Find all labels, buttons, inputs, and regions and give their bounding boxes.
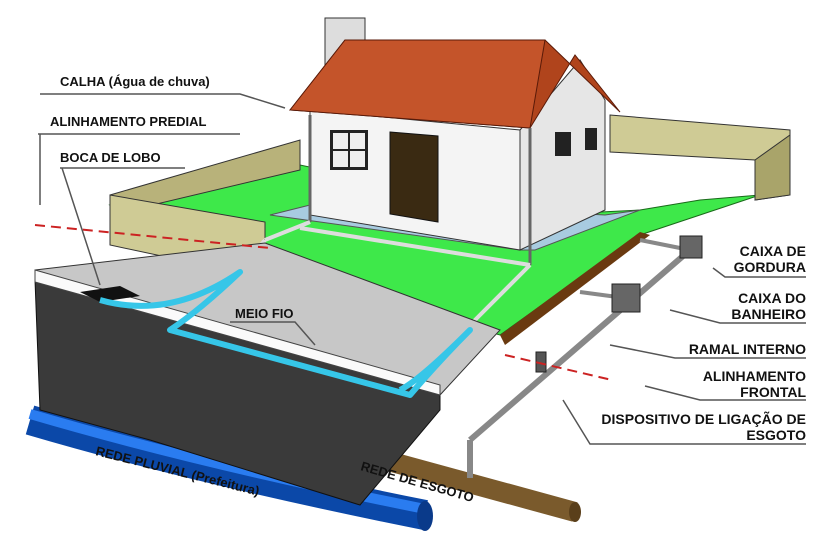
label-dispositivo-2: ESGOTO	[746, 427, 806, 443]
label-boca-de-lobo: BOCA DE LOBO	[60, 150, 161, 165]
right-wall-end	[754, 134, 791, 201]
label-alinhamento-frontal-1: ALINHAMENTO	[703, 368, 806, 384]
label-calha: CALHA (Água de chuva)	[60, 74, 210, 89]
label-alinhamento-frontal-2: FRONTAL	[740, 384, 806, 400]
boca-de-lobo	[80, 286, 140, 302]
lawn-drain-pipes	[238, 220, 532, 327]
house	[289, 17, 621, 265]
label-caixa-gordura-1: CAIXA DE	[740, 243, 806, 259]
label-ramal-interno: RAMAL INTERNO	[689, 341, 806, 357]
caixa-do-banheiro	[611, 283, 641, 313]
caixa-de-gordura	[679, 235, 703, 259]
ground-edge	[500, 232, 650, 345]
label-caixa-gordura-2: GORDURA	[734, 259, 806, 275]
alinhamento-predial-line	[34, 224, 271, 249]
label-caixa-banheiro-1: CAIXA DO	[738, 290, 806, 306]
alinhamento-frontal-line	[504, 354, 613, 381]
dispositivo-ligacao	[535, 351, 547, 373]
label-meio-fio: MEIO FIO	[235, 306, 294, 321]
curb	[34, 269, 441, 396]
label-alinhamento-predial: ALINHAMENTO PREDIAL	[50, 114, 207, 129]
rainwater-flow	[99, 269, 473, 398]
label-caixa-banheiro-2: BANHEIRO	[731, 306, 806, 322]
label-dispositivo-1: DISPOSITIVO DE LIGAÇÃO DE	[601, 410, 806, 427]
